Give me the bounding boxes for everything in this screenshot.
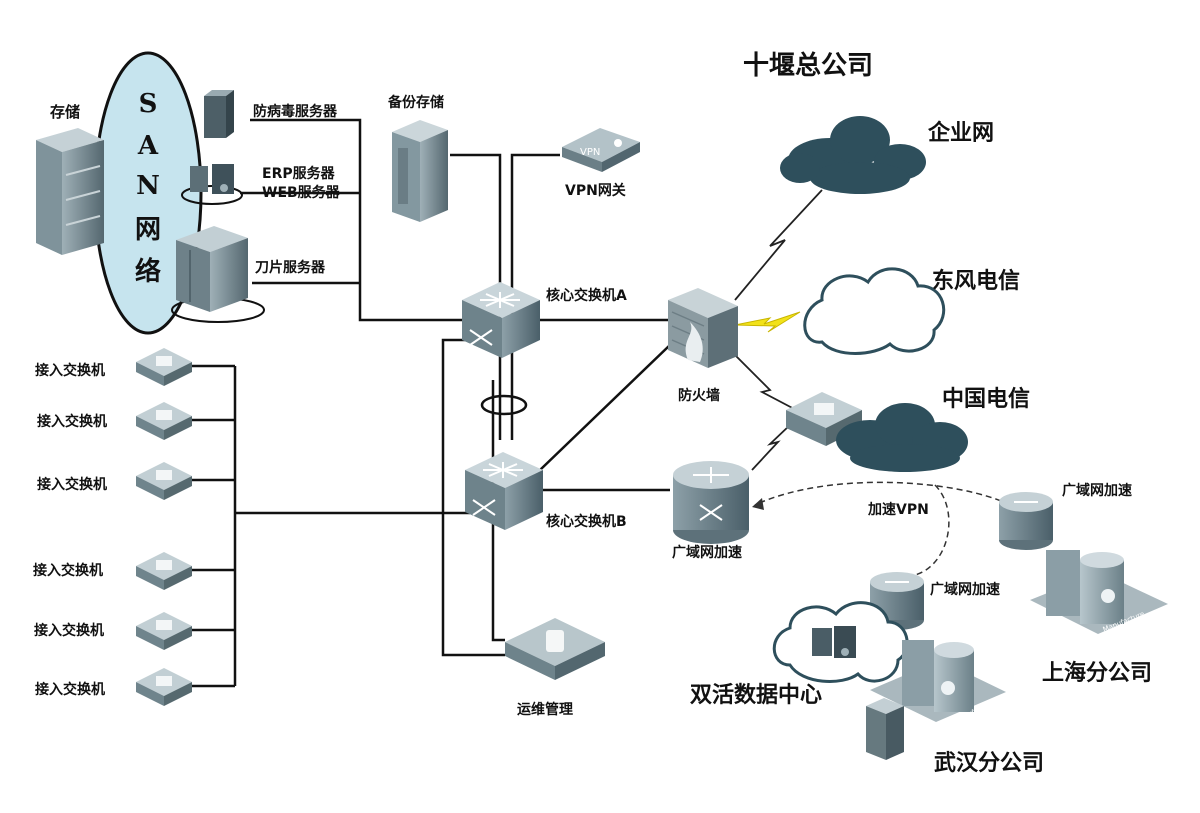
page-title: 十堰总公司	[743, 51, 873, 81]
ops-management-icon	[505, 618, 605, 680]
access-switch-icon	[136, 552, 192, 590]
dongfeng-label: 东风电信	[932, 268, 1020, 294]
cloud-icon	[836, 403, 968, 472]
access-switch-icon	[136, 348, 192, 386]
access-switches	[136, 348, 192, 706]
access-label-6: 接入交换机	[35, 681, 105, 698]
storage-label: 存储	[50, 103, 80, 121]
server-icon	[866, 698, 904, 760]
server-icon	[204, 90, 234, 138]
wan-wh-label: 广域网加速	[930, 581, 1000, 598]
switch-icon	[465, 452, 543, 530]
antivirus-label: 防病毒服务器	[253, 103, 338, 120]
san-text-2: 络	[135, 256, 161, 287]
san-letter-a: A	[137, 131, 159, 161]
access-label-5: 接入交换机	[34, 622, 104, 639]
enterprise-net-label: 企业网	[927, 120, 994, 146]
core-a-label: 核心交换机A	[546, 287, 627, 304]
backup-storage-icon	[392, 120, 448, 222]
server-icon	[190, 164, 234, 194]
wuhan-label: 武汉分公司	[934, 751, 1044, 776]
access-switch-icon	[136, 668, 192, 706]
connection-lines	[190, 118, 671, 688]
arrow-head	[752, 498, 764, 510]
router-icon	[999, 492, 1053, 550]
san-text-1: 网	[135, 215, 161, 245]
shanghai-label: 上海分公司	[1042, 660, 1152, 686]
san-letter-n: N	[136, 171, 160, 201]
wan-sh-label: 广域网加速	[1062, 482, 1132, 499]
backup-label: 备份存储	[387, 94, 444, 111]
storage-rack-icon	[36, 128, 104, 255]
router-icon	[870, 572, 924, 630]
web-label: WEB服务器	[262, 184, 341, 201]
vpn-gateway-icon: VPN	[562, 128, 640, 172]
erp-label: ERP服务器	[262, 165, 336, 182]
lightning-icon	[734, 189, 823, 471]
firewall-icon	[668, 288, 738, 368]
access-switch-icon	[136, 462, 192, 500]
switch-icon	[462, 282, 540, 358]
lightning-icon	[734, 311, 801, 333]
dual-dc-label: 双活数据中心	[690, 682, 822, 708]
accel-vpn-label: 加速VPN	[867, 501, 929, 518]
firewall-label: 防火墙	[678, 387, 720, 404]
building-icon: Manufacture	[870, 640, 1006, 724]
router-icon	[673, 461, 749, 544]
access-label-3: 接入交换机	[37, 476, 107, 493]
server-icon	[812, 626, 856, 658]
vpn-icon-text: VPN	[580, 147, 600, 158]
san-letter-s: S	[139, 89, 158, 119]
link-aggregation-ring	[480, 394, 528, 416]
access-label-1: 接入交换机	[35, 362, 105, 379]
blade-label: 刀片服务器	[255, 259, 326, 276]
cloud-icon	[780, 116, 926, 194]
wan-main-label: 广域网加速	[672, 544, 742, 561]
access-label-4: 接入交换机	[33, 562, 103, 579]
vpn-gateway-label: VPN网关	[565, 182, 626, 199]
blade-server-icon	[176, 226, 248, 312]
building-icon: Manufacture	[1030, 550, 1168, 634]
cloud-icon	[803, 267, 946, 355]
access-switch-icon	[136, 612, 192, 650]
access-label-2: 接入交换机	[37, 413, 107, 430]
access-switch-icon	[136, 402, 192, 440]
ops-label: 运维管理	[517, 701, 573, 718]
core-b-label: 核心交换机B	[546, 513, 627, 530]
china-telecom-label: 中国电信	[942, 386, 1030, 412]
accel-vpn-links	[754, 481, 1011, 576]
